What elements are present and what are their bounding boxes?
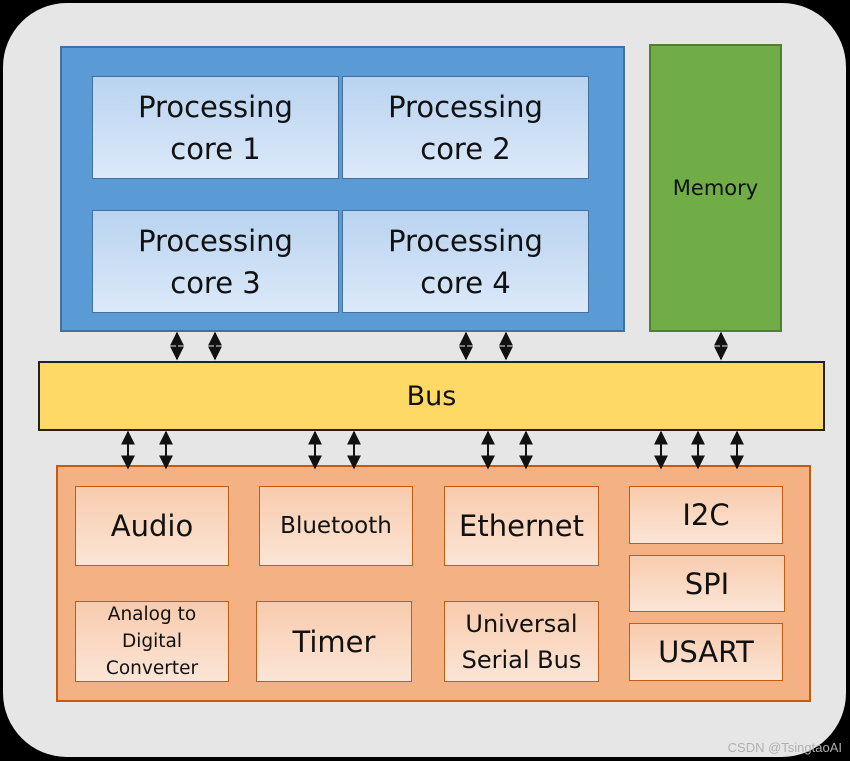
processing-core-3: Processing core 3 xyxy=(92,210,339,313)
bus-block: Bus xyxy=(38,361,825,431)
i2c-box: I2C xyxy=(629,486,783,544)
audio-box: Audio xyxy=(75,486,229,566)
timer-box: Timer xyxy=(256,601,412,682)
processing-core-2: Processing core 2 xyxy=(342,76,589,179)
spi-box: SPI xyxy=(629,555,785,612)
usb-box: Universal Serial Bus xyxy=(444,601,599,682)
adc-box: Analog to Digital Converter xyxy=(75,601,229,682)
processing-core-1: Processing core 1 xyxy=(92,76,339,179)
bluetooth-box: Bluetooth xyxy=(259,486,413,566)
ethernet-box: Ethernet xyxy=(444,486,599,566)
usart-box: USART xyxy=(629,623,783,681)
memory-block: Memory xyxy=(649,44,782,332)
processing-core-4: Processing core 4 xyxy=(342,210,589,313)
watermark-text: CSDN @TsingtaoAI xyxy=(727,740,842,755)
